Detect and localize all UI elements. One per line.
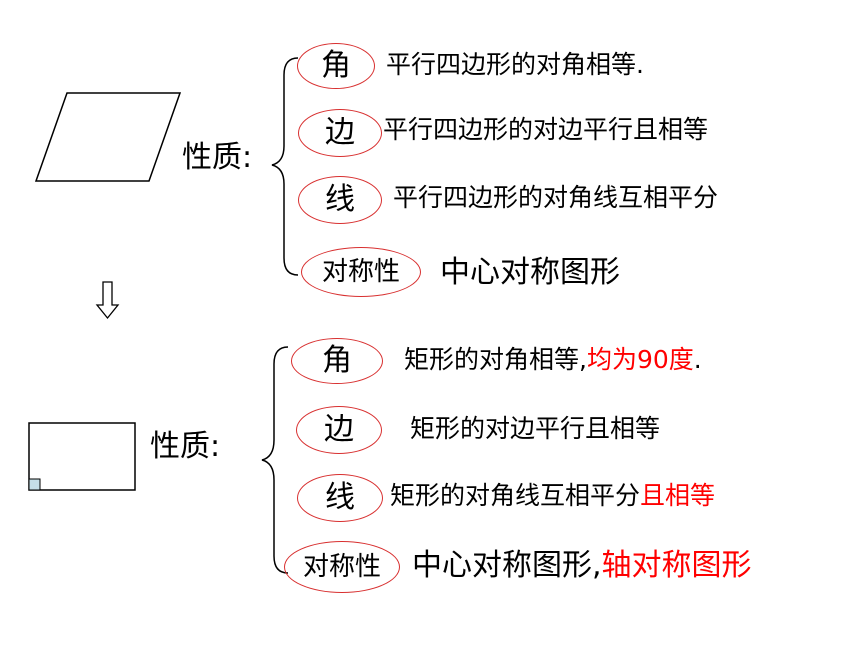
bottom-brace: [261, 346, 289, 574]
down-arrow-icon: [95, 281, 120, 320]
key-oval-symmetry: 对称性: [301, 247, 421, 297]
top-brace: [271, 57, 299, 276]
key-oval-symmetry-rect: 对称性: [284, 541, 400, 593]
parallelogram-properties-label: 性质:: [182, 140, 253, 175]
key-oval-angle: 角: [297, 43, 375, 89]
rect-property-symmetry: 中心对称图形,轴对称图形: [412, 548, 752, 583]
property-symmetry-text: 中心对称图形: [440, 255, 620, 290]
property-angle-text: 平行四边形的对角相等.: [386, 50, 644, 79]
rect-property-diagonal: 矩形的对角线互相平分且相等: [390, 481, 716, 510]
rectangle-shape: [28, 422, 136, 491]
key-oval-diagonal: 线: [298, 176, 382, 224]
right-angle-marker: [28, 478, 41, 491]
rect-property-side: 矩形的对边平行且相等: [410, 414, 661, 443]
key-oval-angle-rect: 角: [291, 338, 383, 384]
property-diagonal-text: 平行四边形的对角线互相平分: [393, 183, 719, 212]
rectangle-properties-label: 性质:: [150, 429, 221, 464]
parallelogram-shape: [34, 92, 182, 182]
rect-property-angle: 矩形的对角相等,均为90度.: [404, 345, 702, 374]
property-side-text: 平行四边形的对边平行且相等: [383, 115, 709, 144]
key-oval-diagonal-rect: 线: [297, 474, 383, 522]
key-oval-side: 边: [298, 109, 382, 157]
key-oval-side-rect: 边: [296, 406, 382, 454]
